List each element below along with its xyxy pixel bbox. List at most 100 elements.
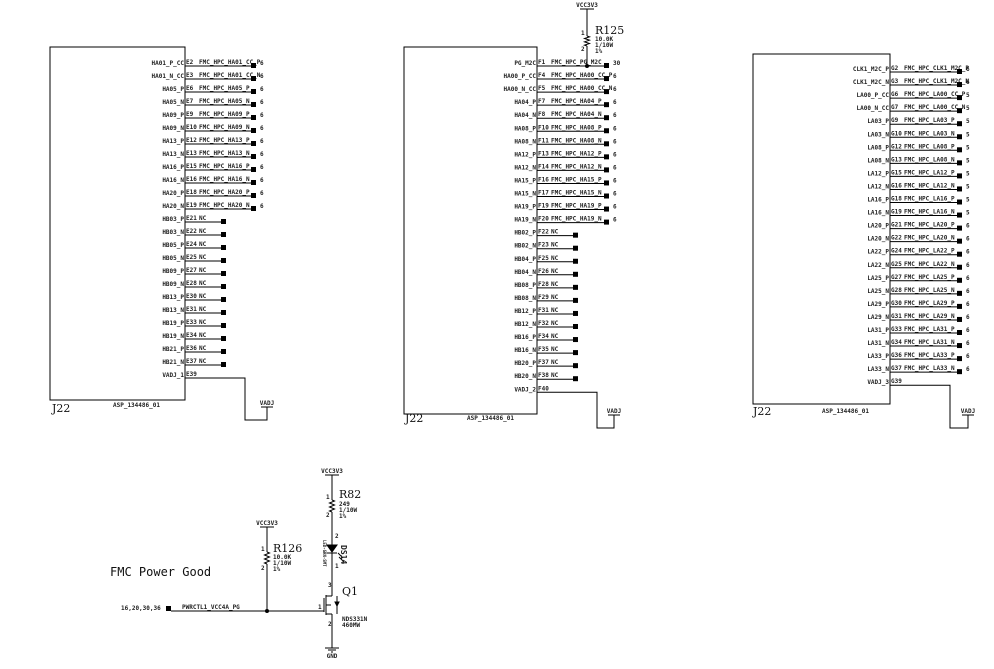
off-page-connector[interactable] xyxy=(957,199,962,205)
off-page-connector[interactable] xyxy=(957,316,962,322)
r126-refdes: R126 xyxy=(273,542,302,555)
net-label: NC xyxy=(199,280,207,287)
off-page-connector[interactable] xyxy=(957,95,962,101)
page-reference: 5 xyxy=(966,118,970,125)
pin-number: F8 xyxy=(538,111,546,118)
off-page-connector[interactable] xyxy=(251,128,256,133)
off-page-connector[interactable] xyxy=(604,102,609,108)
off-page-connector[interactable] xyxy=(251,115,256,120)
net-label: FMC_HPC_LA33_N xyxy=(904,365,955,372)
off-page-connector[interactable] xyxy=(604,76,609,82)
off-page-connector[interactable] xyxy=(604,89,609,95)
net-label: NC xyxy=(199,254,207,261)
pin-number: E34 xyxy=(186,332,197,339)
off-page-connector[interactable] xyxy=(251,180,256,185)
pin-number: G16 xyxy=(891,182,902,189)
pin-number: G6 xyxy=(891,91,899,98)
off-page-connector[interactable] xyxy=(957,173,962,179)
net-label: FMC_HPC_LA31_P xyxy=(904,326,955,333)
pin-number: 2 xyxy=(581,46,585,53)
off-page-connector[interactable] xyxy=(957,290,962,296)
off-page-connector[interactable] xyxy=(957,277,962,283)
off-page-connector[interactable] xyxy=(604,128,609,134)
net-label: FMC_HPC_HA01_CC_N xyxy=(199,72,261,79)
off-page-connector[interactable] xyxy=(957,186,962,192)
net-label: FMC_HPC_HA13_N xyxy=(199,150,250,157)
off-page-connector[interactable] xyxy=(957,160,962,166)
net-label: FMC_HPC_HA15_P xyxy=(551,176,602,183)
nc-terminator xyxy=(573,232,578,238)
page-reference: 6 xyxy=(260,60,264,67)
pin-number: E19 xyxy=(186,202,197,209)
off-page-connector[interactable] xyxy=(957,82,962,88)
off-page-connector[interactable] xyxy=(957,369,962,375)
page-reference: 6 xyxy=(613,217,617,224)
off-page-connector[interactable] xyxy=(957,343,962,349)
off-page-connector[interactable] xyxy=(957,147,962,153)
nc-terminator xyxy=(573,297,578,303)
pin-number: E13 xyxy=(186,150,197,157)
off-page-connector[interactable] xyxy=(604,193,609,199)
nc-terminator xyxy=(573,271,578,277)
off-page-connector[interactable] xyxy=(251,206,256,211)
r82-refdes: R82 xyxy=(339,488,361,501)
off-page-connector[interactable] xyxy=(251,63,256,68)
off-page-connector[interactable] xyxy=(957,356,962,362)
off-page-connector[interactable] xyxy=(604,154,609,160)
net-label: FMC_HPC_HA04_N xyxy=(551,111,602,118)
pin-name: LA22_N xyxy=(867,262,889,269)
r82-value: 249 xyxy=(339,501,350,508)
off-page-connector[interactable] xyxy=(604,141,609,147)
off-page-connector[interactable] xyxy=(957,303,962,309)
off-page-connector[interactable] xyxy=(957,69,962,74)
r125-body xyxy=(582,35,592,47)
off-page-connector[interactable] xyxy=(251,167,256,172)
pin-number: G18 xyxy=(891,196,902,203)
nc-terminator xyxy=(221,310,226,315)
off-page-connector[interactable] xyxy=(604,206,609,212)
off-page-connector[interactable] xyxy=(957,264,962,270)
off-page-connector[interactable] xyxy=(251,154,256,159)
off-page-connector[interactable] xyxy=(957,251,962,257)
off-page-connector[interactable] xyxy=(957,212,962,218)
off-page-connector[interactable] xyxy=(604,180,609,186)
page-reference: 6 xyxy=(966,79,970,86)
off-page-connector[interactable] xyxy=(957,330,962,335)
off-page-connector[interactable] xyxy=(251,141,256,146)
pin-name: HB04_N xyxy=(514,269,536,276)
off-page-connector[interactable] xyxy=(604,167,609,173)
pin-name: LA08_P xyxy=(867,144,889,151)
off-page-connector[interactable] xyxy=(957,108,962,114)
net-label: NC xyxy=(551,372,559,379)
off-page-connector[interactable] xyxy=(251,102,256,107)
off-page-connector[interactable] xyxy=(604,115,609,121)
pin-number: F16 xyxy=(538,176,549,183)
nc-terminator xyxy=(573,245,578,251)
off-page-connector[interactable] xyxy=(166,606,171,611)
pin-number: E21 xyxy=(186,215,197,222)
off-page-connector[interactable] xyxy=(604,219,609,225)
pin-name: HA01_P_CC xyxy=(151,60,184,67)
off-page-connector[interactable] xyxy=(604,63,609,68)
page-reference: 5 xyxy=(966,170,970,177)
off-page-connector[interactable] xyxy=(251,89,256,94)
off-page-connector[interactable] xyxy=(957,225,962,231)
nc-terminator xyxy=(221,258,226,263)
off-page-connector[interactable] xyxy=(251,76,256,81)
off-page-connector[interactable] xyxy=(251,193,256,198)
off-page-connector[interactable] xyxy=(957,121,962,127)
net-label: FMC_HPC_HA09_P xyxy=(199,111,250,118)
pin-number: 1 xyxy=(581,30,585,37)
pin-number: E3 xyxy=(186,72,194,79)
pin-number: F11 xyxy=(538,137,549,144)
pin-name: LA12_N xyxy=(867,183,889,190)
off-page-connector[interactable] xyxy=(957,134,962,140)
pin-name: HA16_N xyxy=(162,177,184,184)
off-page-connector[interactable] xyxy=(957,238,962,244)
pin-number: E15 xyxy=(186,163,197,170)
